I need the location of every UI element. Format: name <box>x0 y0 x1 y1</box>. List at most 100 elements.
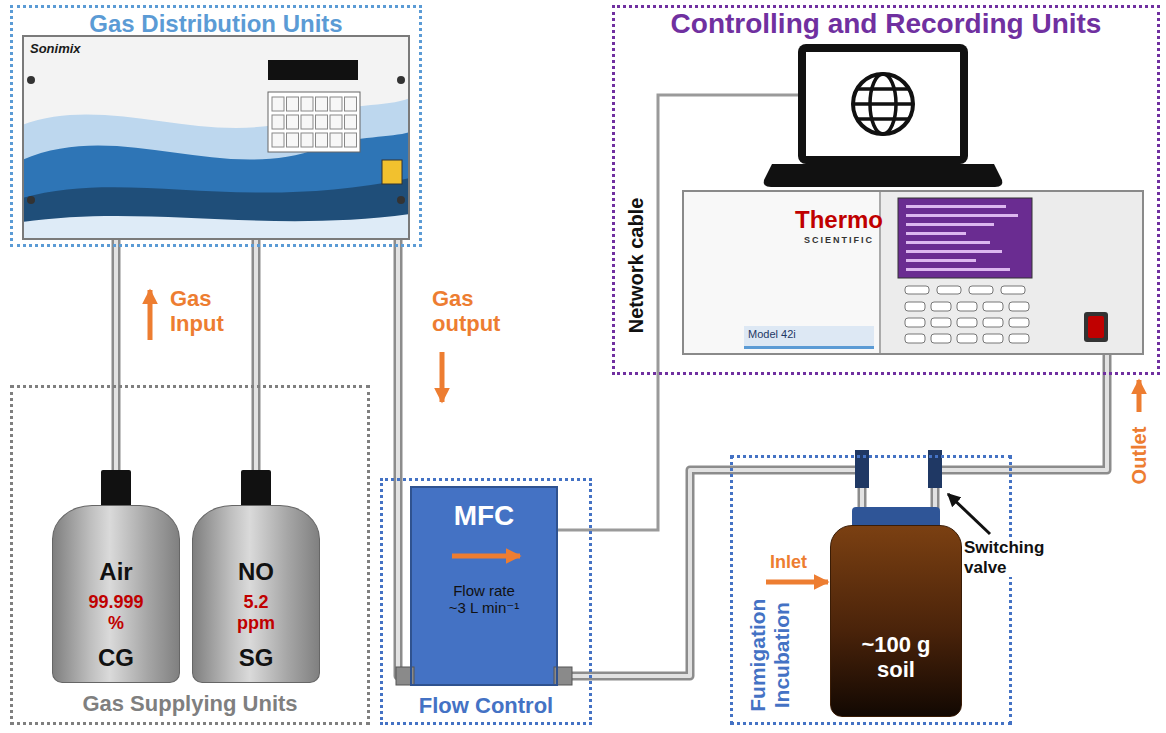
gas-pipe <box>256 240 257 505</box>
sample-label: ~100 g soil <box>846 632 946 683</box>
laptop-screen <box>806 52 960 156</box>
globe-icon <box>853 89 913 119</box>
group-box: Flow Control MFC Flow rate ~3 L min⁻¹ <box>380 478 592 725</box>
wave <box>22 98 410 240</box>
button <box>931 318 951 327</box>
mfc-box: MFC Flow rate ~3 L min⁻¹ <box>410 486 558 686</box>
gas-type: CG <box>66 644 166 672</box>
pipe-bore <box>114 240 118 505</box>
button <box>1001 286 1025 294</box>
cylinder-valve <box>241 470 271 508</box>
pointer-arrow <box>948 494 990 534</box>
brand-name: Thermo <box>779 206 899 234</box>
wave-graphic <box>22 98 410 240</box>
keypad-keys <box>272 97 357 147</box>
button <box>905 286 929 294</box>
laptop-base <box>764 164 1003 187</box>
analyzer-screen <box>898 198 1032 278</box>
key <box>316 115 328 129</box>
analyzer-panel: ThermoSCIENTIFIC Model 42i <box>682 190 1144 355</box>
button <box>937 286 961 294</box>
brand-subtitle: SCIENTIFIC <box>779 235 899 245</box>
group-box: Fumigation Incubation ~100 g soil <box>730 455 1012 725</box>
model-plate-stripe <box>744 346 874 349</box>
wave <box>22 178 410 240</box>
screw <box>27 196 35 204</box>
group-title: Flow Control <box>386 693 586 718</box>
mfc-body <box>410 486 558 686</box>
key <box>316 97 328 111</box>
button <box>931 334 951 343</box>
screw <box>397 196 405 204</box>
button <box>957 302 977 311</box>
button <box>969 286 993 294</box>
button <box>905 302 925 311</box>
pipe-bore <box>254 240 258 505</box>
gas-name: Air <box>66 558 166 586</box>
key <box>301 133 313 147</box>
wave <box>22 214 410 240</box>
key <box>330 115 342 129</box>
gas-name: NO <box>206 558 306 586</box>
power-switch <box>1088 316 1104 338</box>
button <box>1009 302 1029 311</box>
laptop-screen-frame <box>798 44 968 164</box>
keypad <box>268 92 360 152</box>
pipe-bore <box>935 355 1107 525</box>
screw <box>397 76 405 84</box>
flow-arrow <box>1137 380 1142 412</box>
flow-arrow <box>148 290 153 340</box>
button <box>957 334 977 343</box>
gas-pipe <box>398 240 410 676</box>
button <box>905 334 925 343</box>
flow-rate: Flow rate ~3 L min⁻¹ <box>445 582 523 617</box>
gas-pipe <box>116 240 117 505</box>
gas-pipe <box>935 355 1107 525</box>
key <box>287 115 299 129</box>
port-label: Inlet <box>770 552 828 573</box>
port-label: Outlet <box>1128 415 1151 495</box>
logo <box>382 160 402 184</box>
flow-arrow <box>766 580 828 585</box>
flow-label: Gas output <box>432 286 524 337</box>
flow-arrow <box>440 352 445 402</box>
screen-line <box>906 232 966 235</box>
soil-bottle: ~100 g soil <box>830 525 962 717</box>
model-plate <box>744 326 874 348</box>
button <box>983 334 1003 343</box>
pipe-bore <box>398 240 410 676</box>
key <box>272 115 284 129</box>
key <box>330 133 342 147</box>
gas-cylinder: NO 5.2 ppmSG <box>192 505 320 683</box>
screen-line <box>906 241 990 244</box>
key <box>272 97 284 111</box>
button <box>1009 318 1029 327</box>
screen-line <box>906 205 1006 208</box>
key <box>345 133 357 147</box>
cylinder-valve <box>101 470 131 508</box>
screen-line <box>906 259 976 262</box>
pipe-wall <box>112 240 121 505</box>
network-cable <box>558 95 798 530</box>
button <box>1009 334 1029 343</box>
key <box>316 133 328 147</box>
group-title: Gas Distribution Units <box>21 10 411 38</box>
pipe-wall <box>252 240 261 505</box>
key <box>345 97 357 111</box>
flow-arrow <box>452 554 520 559</box>
button <box>983 302 1003 311</box>
group-box: Gas Distribution UnitsSonimix <box>10 5 422 247</box>
model-name: Model 42i <box>748 328 874 341</box>
gas-cylinder: Air 99.999 % CG <box>52 505 180 683</box>
screen-line <box>906 250 1002 253</box>
gas-type: SG <box>206 644 306 672</box>
gas-concentration: 5.2 ppm <box>231 592 281 633</box>
key <box>301 115 313 129</box>
group-title: Fumigation Incubation <box>746 591 794 719</box>
key <box>301 97 313 111</box>
gas-concentration: 99.999 % <box>83 592 149 633</box>
device-name: MFC <box>419 500 549 532</box>
sonimix-device <box>22 35 410 240</box>
laptop <box>764 44 1003 187</box>
